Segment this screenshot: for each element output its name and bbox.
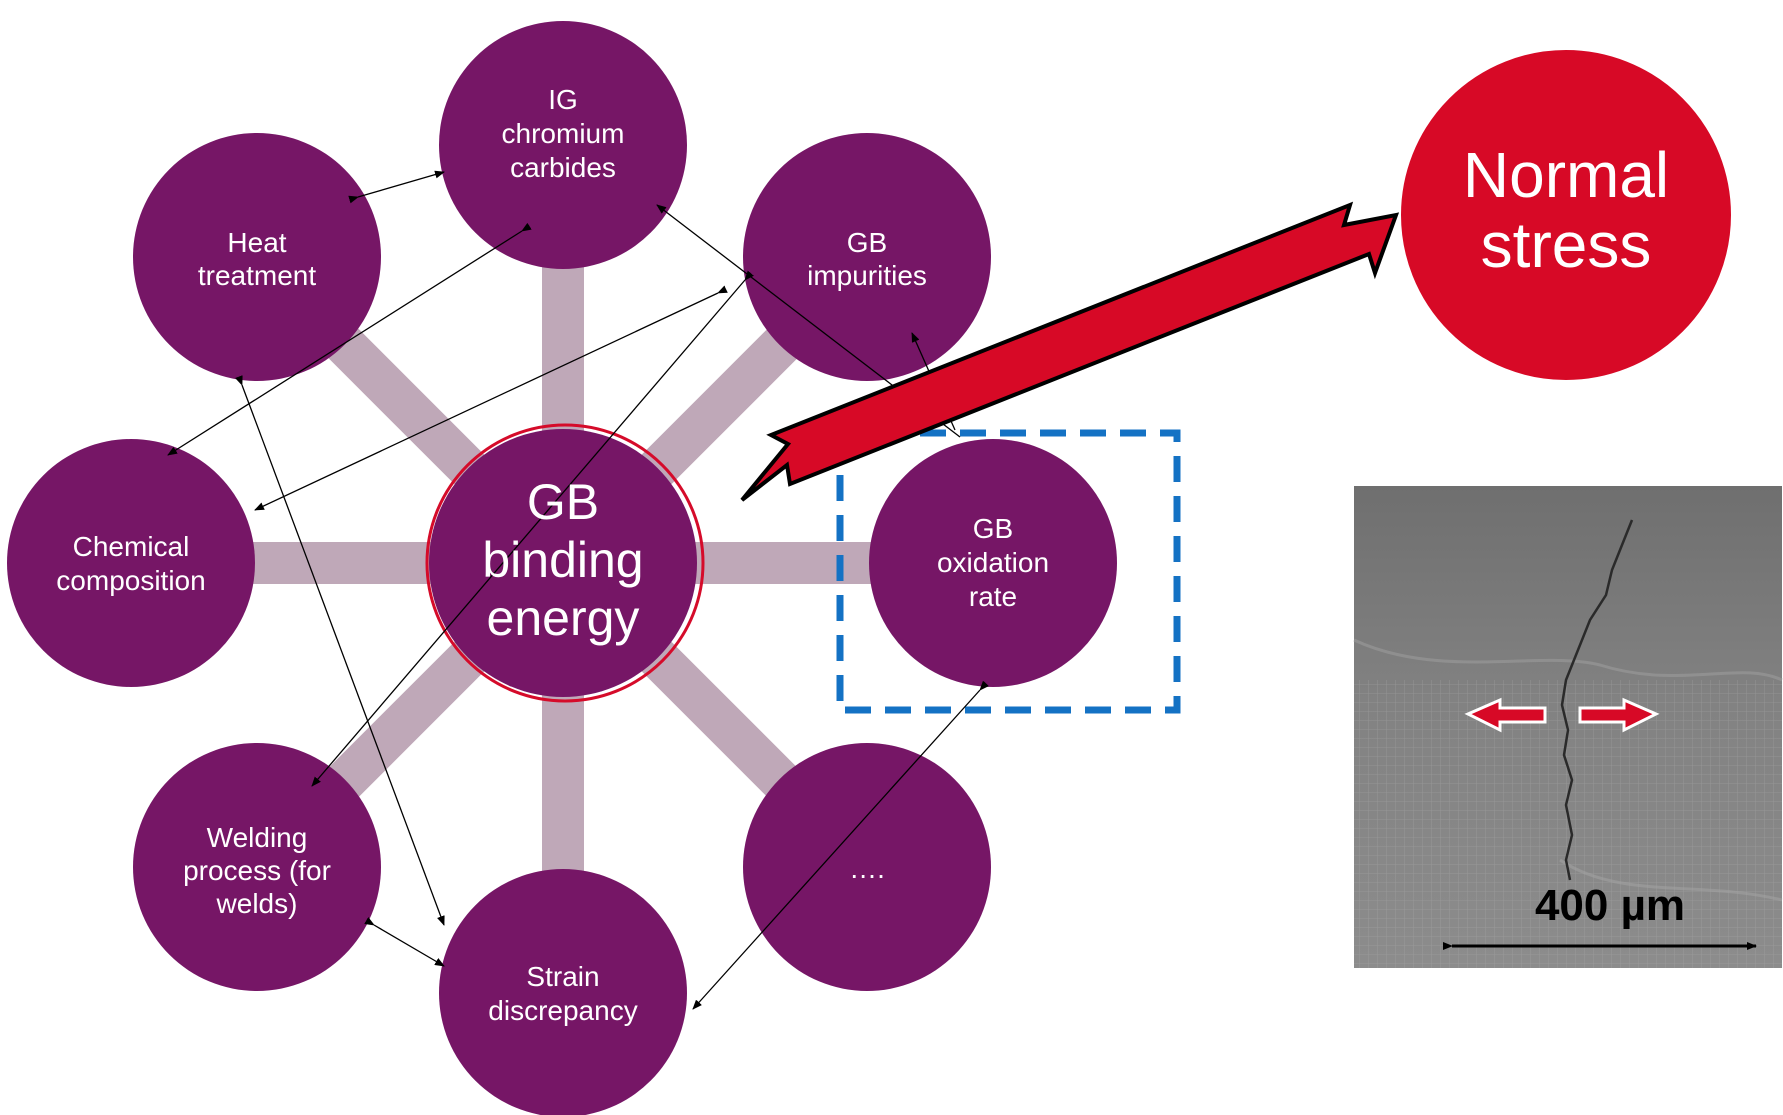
normal-stress-arrow xyxy=(740,201,1400,502)
connector-heat-strain xyxy=(235,375,445,926)
ig-chromium-carbides-label-line: carbides xyxy=(510,152,616,183)
welding-process-label-line: welds) xyxy=(216,888,298,919)
heat-treatment-label-line: treatment xyxy=(198,260,316,291)
ig-chromium-carbides-circle[interactable] xyxy=(439,21,687,269)
heat-treatment-label-line: Heat xyxy=(227,227,286,258)
connector-lines xyxy=(167,170,989,1010)
ellipsis-label-line: …. xyxy=(849,853,885,884)
tension-arrow-right xyxy=(1578,697,1660,733)
connector-oxidation-strain xyxy=(692,680,989,1010)
normal-stress-label-line: stress xyxy=(1481,209,1652,281)
welding-process-label-line: process (for xyxy=(183,855,331,886)
ig-chromium-carbides-label-line: chromium xyxy=(502,118,625,149)
gb-oxidation-rate-label-line: GB xyxy=(973,513,1013,544)
oxidation-highlight-box xyxy=(836,429,1181,714)
gb-binding-energy-label-line: energy xyxy=(487,590,640,646)
strain-discrepancy-circle[interactable] xyxy=(439,869,687,1115)
connector-heat-ig xyxy=(348,170,445,204)
strain-discrepancy-label-line: discrepancy xyxy=(488,995,637,1026)
chemical-composition-label-line: composition xyxy=(56,565,205,596)
gb-impurities-label-line: impurities xyxy=(807,260,927,291)
gb-oxidation-rate-label-line: oxidation xyxy=(937,547,1049,578)
normal-stress-label-line: Normal xyxy=(1463,139,1669,211)
welding-process-label-line: Welding xyxy=(207,822,308,853)
micrograph-surface-ridge xyxy=(1353,638,1783,682)
ellipsis-label: …. xyxy=(849,853,885,884)
ig-chromium-carbides-label-line: IG xyxy=(548,84,578,115)
gb-binding-energy-label-line: GB xyxy=(527,474,599,530)
tension-arrow-left xyxy=(1464,697,1547,733)
micrograph-crack xyxy=(1560,519,1634,881)
sem-micrograph: 400 µm xyxy=(1353,486,1783,968)
gb-oxidation-rate-circle[interactable] xyxy=(869,439,1117,687)
micrograph-surface-ridge-2 xyxy=(1559,858,1783,902)
scale-bar-label: 400 µm xyxy=(1535,881,1685,930)
gb-oxidation-rate-label-line: rate xyxy=(969,581,1017,612)
gb-impurities-label-line: GB xyxy=(847,227,887,258)
chemical-composition-label-line: Chemical xyxy=(73,531,190,562)
normal-stress-circle[interactable] xyxy=(1399,48,1733,382)
connector-welding-strain xyxy=(364,916,445,967)
strain-discrepancy-label-line: Strain xyxy=(526,961,599,992)
chemical-composition-circle[interactable] xyxy=(7,439,255,687)
gb-binding-energy-label-line: binding xyxy=(482,532,643,588)
